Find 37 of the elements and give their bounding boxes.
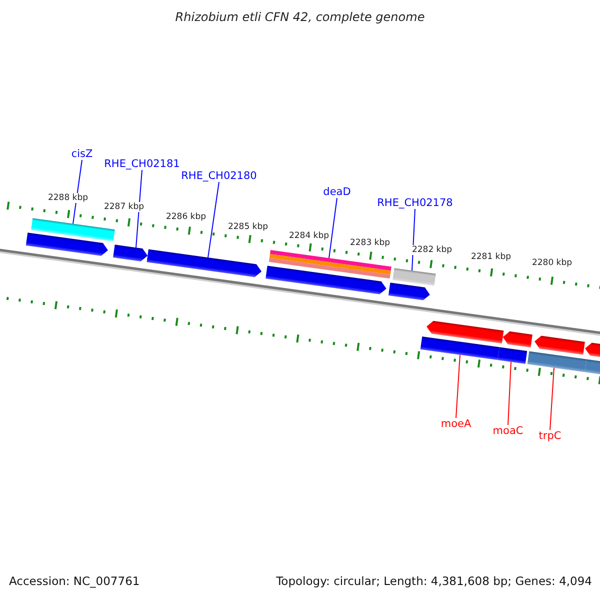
- leader-line: [208, 182, 220, 258]
- gene-label: RHE_CH02180: [181, 170, 257, 182]
- gene-feature: [502, 331, 532, 348]
- tick-label: 2287 kbp: [102, 202, 146, 212]
- title: Rhizobium etli CFN 42, complete genome: [174, 10, 426, 24]
- gene-label: deaD: [323, 186, 351, 198]
- leader-line: [508, 361, 512, 426]
- gene-label: RHE_CH02181: [104, 158, 180, 170]
- gene-feature: [146, 249, 262, 278]
- gene-bar: [268, 250, 392, 279]
- gene-bar: [498, 347, 528, 364]
- gene-bar: [31, 218, 115, 242]
- genome-info-text: Topology: circular; Length: 4,381,608 bp; Genes: 4,094: [276, 574, 592, 588]
- gene-label: moaC: [492, 425, 524, 437]
- tick-label: 2280 kbp: [530, 258, 574, 268]
- tick-label: 2285 kbp: [226, 222, 270, 232]
- leader-line: [72, 160, 82, 224]
- tick-label: 2283 kbp: [348, 238, 392, 248]
- tick-label: 2281 kbp: [470, 252, 512, 262]
- accession-text: Accession: NC_007761: [9, 574, 140, 588]
- gene-label: moeA: [440, 418, 472, 430]
- gene-label: trpC: [538, 430, 562, 442]
- gene-feature: [113, 244, 148, 262]
- gene-label: RHE_CH02178: [377, 197, 453, 209]
- leader-line: [136, 170, 142, 248]
- gene-bar: [392, 268, 436, 286]
- tick-label: 2282 kbp: [410, 245, 454, 255]
- gene-feature: [26, 232, 108, 256]
- leader-line: [456, 354, 460, 418]
- leader-line: [550, 367, 554, 430]
- gene-feature: [388, 282, 430, 300]
- tick-label: 2288 kbp: [46, 193, 90, 203]
- tick-label: 2284 kbp: [288, 231, 330, 241]
- gene-feature: [266, 266, 386, 294]
- leader-line: [328, 198, 338, 259]
- tick-label: 2286 kbp: [164, 212, 208, 222]
- gene-label: cisZ: [71, 148, 93, 160]
